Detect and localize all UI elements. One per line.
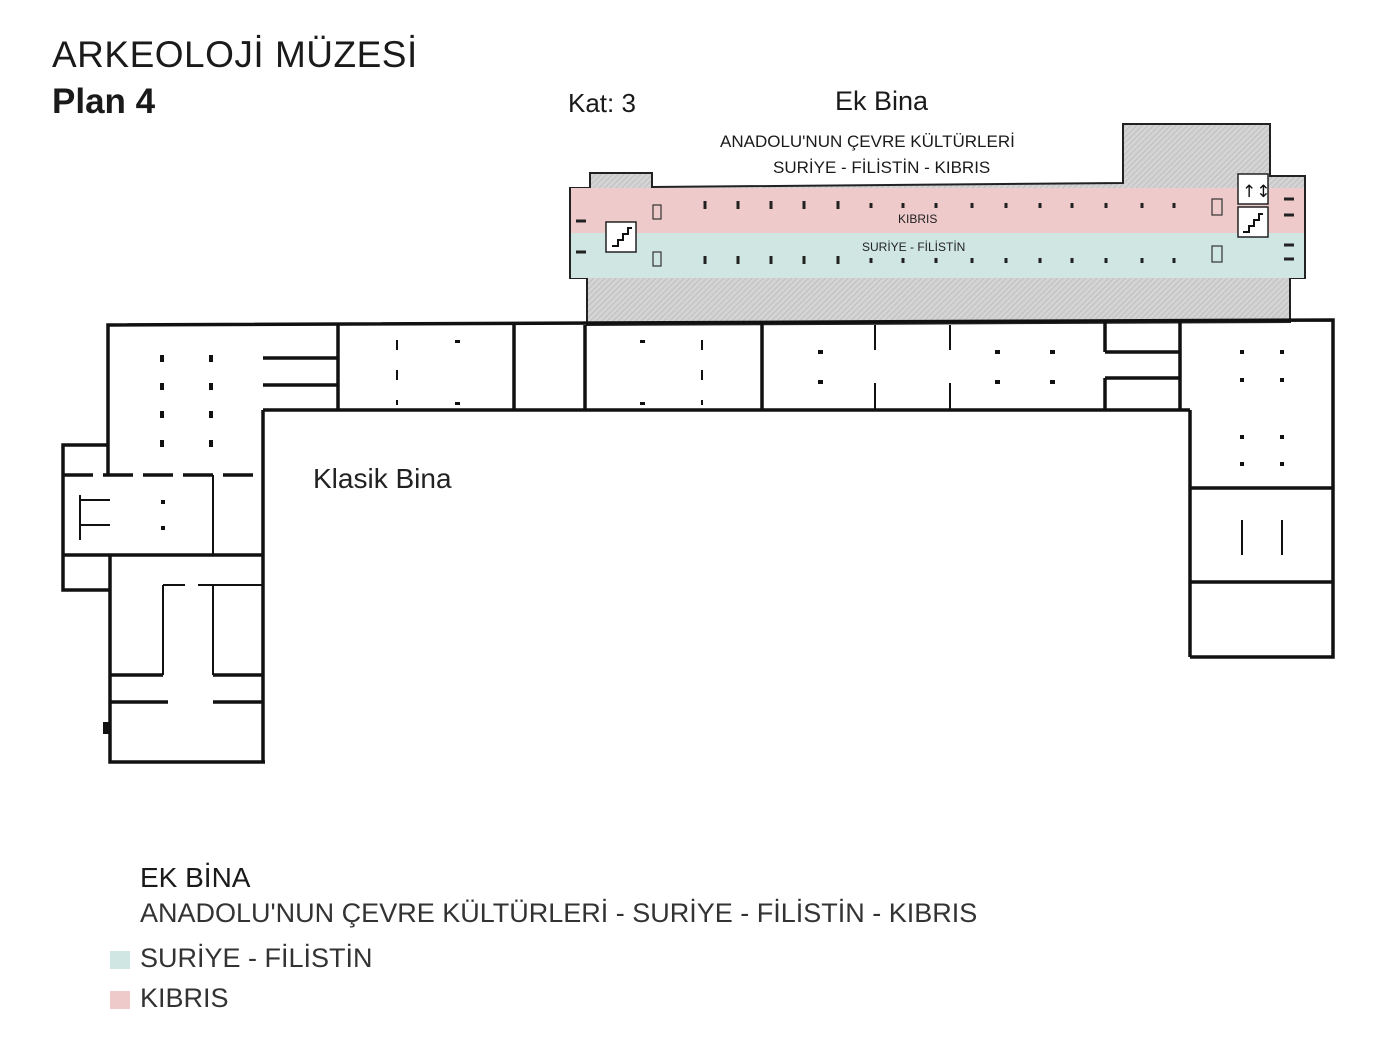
annex-heading-line2: SURİYE - FİLİSTİN - KIBRIS bbox=[773, 158, 991, 177]
legend-item-suriye-filistin: SURİYE - FİLİSTİN bbox=[140, 943, 373, 973]
legend-swatch-suriye-filistin bbox=[110, 951, 130, 969]
legend-heading: EK BİNA bbox=[140, 862, 251, 893]
plan-number: Plan 4 bbox=[52, 82, 156, 121]
columns bbox=[103, 340, 1284, 734]
kibris-band-label: KIBRIS bbox=[898, 212, 937, 226]
classic-building bbox=[61, 318, 1335, 764]
annex-building: ↑↕ KIBRIS SURİYE - FİLİSTİN bbox=[569, 123, 1306, 327]
elevator-icon: ↑↕ bbox=[1237, 173, 1271, 205]
suriye-filistin-band-label: SURİYE - FİLİSTİN bbox=[862, 240, 965, 254]
legend-subtitle: ANADOLU'NUN ÇEVRE KÜLTÜRLERİ - SURİYE - … bbox=[140, 898, 978, 928]
museum-title: ARKEOLOJİ MÜZESİ bbox=[52, 34, 418, 75]
floor-label: Kat: 3 bbox=[568, 88, 636, 118]
legend-item-kibris: KIBRIS bbox=[140, 983, 229, 1013]
suriye-filistin-zone bbox=[571, 233, 1304, 278]
annex-heading-line1: ANADOLU'NUN ÇEVRE KÜLTÜRLERİ bbox=[720, 132, 1015, 151]
annex-name: Ek Bina bbox=[835, 86, 929, 116]
legend-swatch-kibris bbox=[110, 991, 130, 1009]
stairs-icon bbox=[1237, 206, 1269, 238]
stairs-icon bbox=[605, 221, 637, 253]
kibris-zone bbox=[571, 188, 1304, 233]
svg-text:↑↕: ↑↕ bbox=[1242, 182, 1271, 202]
classic-building-label: Klasik Bina bbox=[313, 463, 452, 494]
